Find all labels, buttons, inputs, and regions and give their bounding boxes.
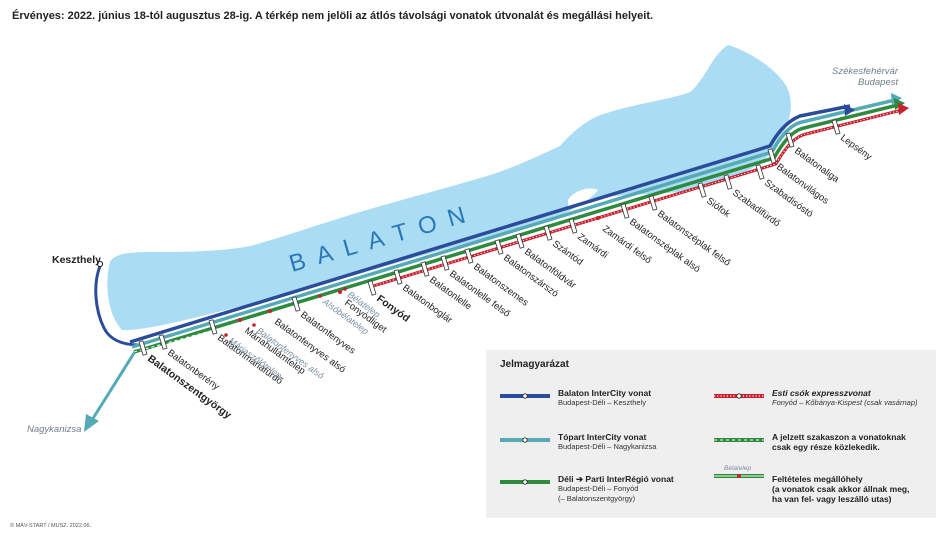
station-tick (158, 334, 168, 350)
nagykanizsa-label: Nagykanizsa (27, 424, 81, 435)
keszthely-station-dot (96, 260, 104, 268)
legend-sym-label: Bélatelep (724, 465, 751, 472)
station-tick (420, 261, 430, 277)
legend-item-sub: Fonyód – Kőbánya-Kispest (csak vasárnap) (772, 398, 918, 407)
legend-item-title: Balaton InterCity vonat (558, 388, 652, 398)
keszthely-label: Keszthely (52, 254, 101, 266)
legend-teal-line-icon (500, 437, 550, 443)
station-label: Lepsény (838, 133, 874, 163)
arrow-teal (891, 93, 902, 105)
legend-conditional-stop-icon: Bélatelep (714, 465, 764, 478)
station-tick (620, 203, 630, 219)
station-tick (697, 182, 707, 198)
station-dot (268, 309, 272, 313)
arrow-blue (844, 104, 855, 116)
legend-panel: Jelmagyarázat Balaton InterCity vonat Bu… (486, 350, 936, 518)
station-tick (767, 148, 777, 164)
station-tick (138, 340, 148, 356)
station-tick (755, 164, 765, 180)
station-tick (831, 119, 841, 135)
station-tick (393, 269, 403, 285)
legend-red-dotted-line-icon (714, 393, 764, 399)
station-label: Siófok (704, 196, 732, 221)
station-tick (785, 132, 795, 148)
optional-stop-dot (343, 287, 347, 291)
station-dot (596, 216, 600, 220)
station-tick (464, 248, 474, 264)
legend-item-title: Feltételes megállóhely (772, 474, 863, 484)
legend-item-title: Esti csók expresszvonat (772, 388, 871, 398)
station-ticks (138, 119, 841, 356)
station-tick (291, 296, 301, 312)
station-tick (648, 195, 658, 211)
legend-item-sub2: (– Balatonszentgyörgy) (558, 493, 636, 503)
legend-title: Jelmagyarázat (500, 359, 569, 370)
keszthely-branch (94, 265, 141, 347)
legend-item-sub: Budapest-Déli – Keszthely (558, 398, 646, 407)
copyright: © MÁV-START / MUSZ. 2022.06. (10, 523, 92, 529)
line-ic-blue (129, 104, 851, 344)
station-tick (568, 218, 578, 234)
legend-item-sub: (a vonatok csak akkor állnak meg, (772, 484, 910, 494)
arrow-red (898, 103, 909, 115)
station-tick (515, 233, 525, 249)
szekesfehervar-label: Székesfehérvár (832, 66, 899, 77)
station-tick (494, 239, 504, 255)
station-tick (208, 319, 218, 335)
station-tick (723, 174, 733, 190)
legend-item-title: Déli ➔ Parti InterRégió vonat (558, 474, 674, 484)
legend-item-title: Tópart InterCity vonat (558, 432, 647, 442)
station-tick (440, 255, 450, 271)
budapest-label: Budapest (858, 77, 899, 88)
legend-dashed-line-icon (714, 438, 764, 442)
optional-stop-dot (252, 323, 256, 327)
nagykanizsa-arrow (84, 414, 99, 432)
legend-green-line-icon (500, 479, 550, 485)
lake-balaton (107, 45, 791, 331)
nagykanizsa-branch (90, 349, 138, 421)
legend-blue-line-icon (500, 393, 550, 399)
legend-item-sub: csak egy része közlekedik. (772, 442, 880, 452)
station-tick (367, 280, 377, 296)
station-tick (543, 225, 553, 241)
legend-item-sub: Budapest-Déli – Fonyód (558, 484, 639, 493)
legend-item-title: A jelzett szakaszon a vonatoknak (772, 432, 906, 442)
optional-stop-dot (224, 333, 228, 337)
lake-peninsula-notch (568, 188, 598, 206)
legend-item-sub: Budapest-Déli – Nagykanizsa (558, 442, 657, 451)
optional-stop-dot (318, 294, 322, 298)
partial-service-dash (133, 286, 371, 353)
legend-item-sub2: ha van fel- vagy leszálló utas) (772, 494, 892, 504)
station-dot (238, 318, 242, 322)
station-dot (338, 290, 342, 294)
validity-header: Érvényes: 2022. június 18-tól augusztus … (12, 10, 654, 22)
